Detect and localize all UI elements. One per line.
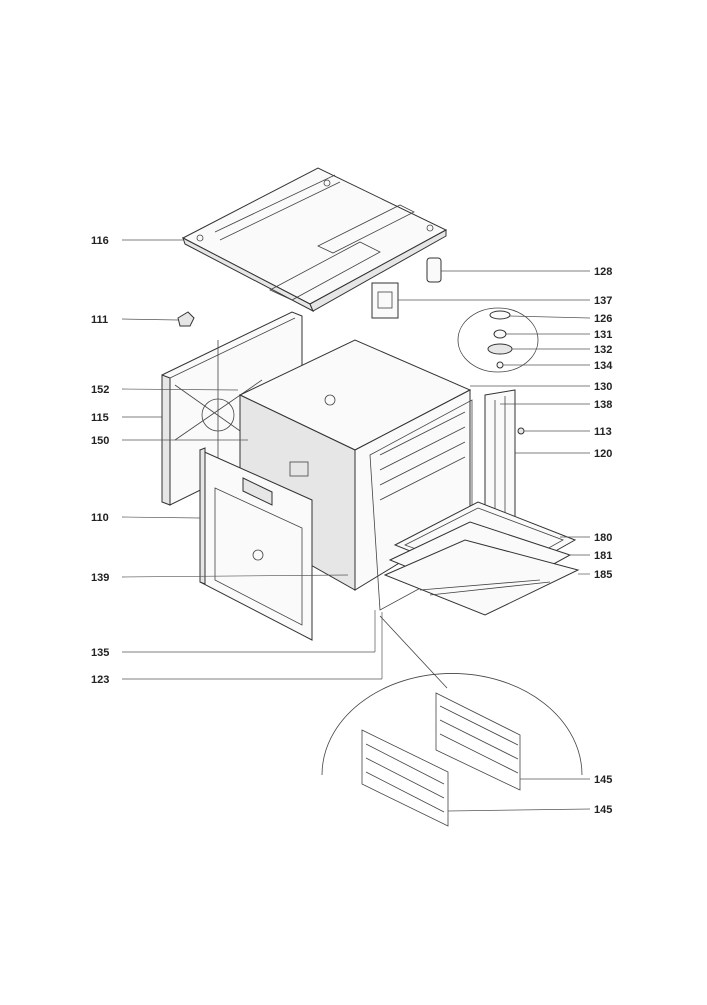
- label-150: 150: [91, 435, 109, 447]
- label-130: 130: [594, 381, 612, 393]
- label-123: 123: [91, 674, 109, 686]
- label-145-lower: 145: [594, 804, 612, 816]
- part-number-labels: 116 111 152 115 150 110 139 135 123 128 …: [91, 235, 613, 816]
- part-top-cover: [181, 167, 448, 313]
- label-126: 126: [594, 313, 612, 325]
- label-134: 134: [594, 360, 613, 372]
- label-152: 152: [91, 384, 109, 396]
- label-110: 110: [91, 512, 109, 524]
- part-shelf-racks: [321, 615, 583, 827]
- label-137: 137: [594, 295, 612, 307]
- label-185: 185: [594, 569, 612, 581]
- label-139: 139: [91, 572, 109, 584]
- label-145-upper: 145: [594, 774, 612, 786]
- label-181: 181: [594, 550, 612, 562]
- part-small-parts: [371, 257, 539, 435]
- label-111: 111: [91, 314, 108, 326]
- label-113: 113: [594, 426, 612, 438]
- label-120: 120: [594, 448, 612, 460]
- label-132: 132: [594, 344, 612, 356]
- part-door: [199, 447, 313, 641]
- label-131: 131: [594, 329, 612, 341]
- label-138: 138: [594, 399, 612, 411]
- label-180: 180: [594, 532, 612, 544]
- label-128: 128: [594, 266, 612, 278]
- part-trays: [383, 501, 580, 616]
- label-115: 115: [91, 412, 109, 424]
- label-135: 135: [91, 647, 109, 659]
- part-clip: [177, 311, 195, 327]
- label-116: 116: [91, 235, 109, 247]
- leader-lines: [121, 239, 591, 812]
